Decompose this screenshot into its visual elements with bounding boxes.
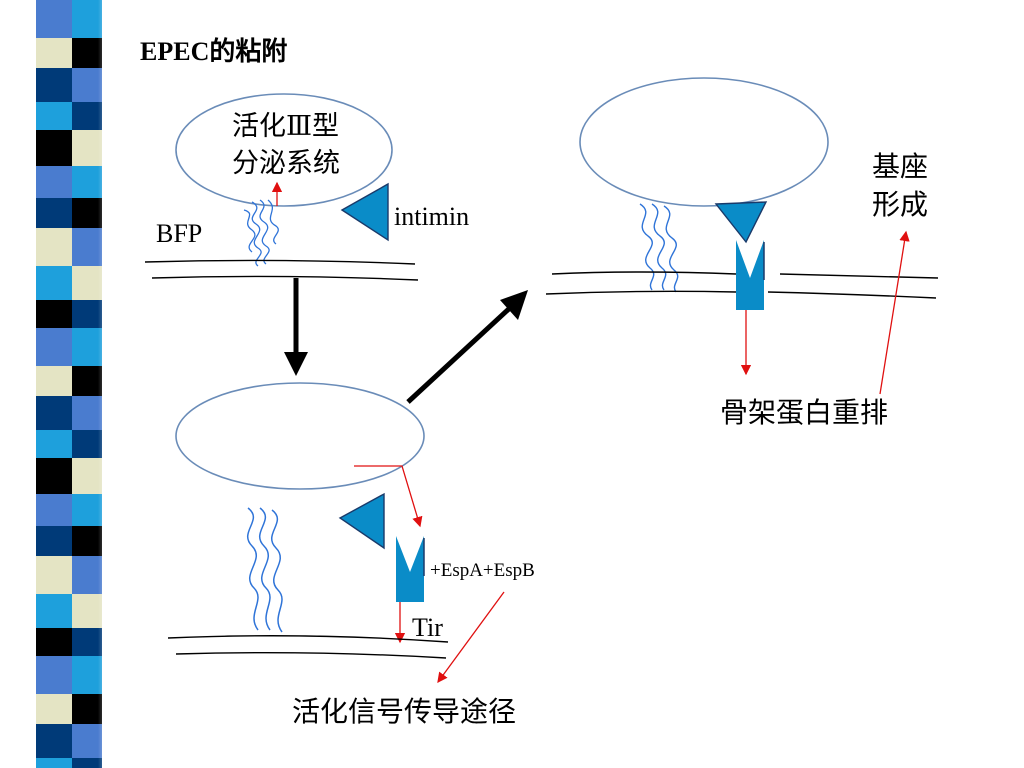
stripe-block: [36, 526, 72, 556]
stripe-block: [36, 430, 72, 458]
stripe-block: [72, 724, 102, 758]
stripe-block: [72, 328, 102, 366]
stripe-block: [36, 694, 72, 724]
cytoskeleton-label: 骨架蛋白重排: [720, 397, 888, 429]
stripe-block: [36, 724, 72, 758]
membrane-3-line1: [551, 271, 737, 275]
stripe-block: [72, 396, 102, 430]
bacterium-1: [175, 93, 393, 207]
stripe-block: [36, 266, 72, 300]
stripe-block: [72, 102, 102, 130]
signal-arrow: [437, 591, 505, 684]
tir-label: Tir: [412, 613, 443, 642]
membrane-1-line2: [151, 275, 419, 281]
stripe-block: [72, 594, 102, 628]
stripe-block: [72, 494, 102, 526]
tir-receptor-2: [736, 240, 764, 310]
espab-label: +EspA+EspB: [430, 560, 535, 581]
tir-receptor-1: [396, 536, 424, 602]
t3ss-label-line2: 分泌系统: [232, 148, 340, 178]
stripe-block: [72, 656, 102, 694]
stripe-block: [72, 198, 102, 228]
intimin-triangle-3: [714, 201, 768, 244]
stripe-block: [72, 228, 102, 266]
decorative-stripe-bar: [36, 0, 120, 768]
slide-title: EPEC的粘附: [140, 36, 287, 66]
membrane-3-line2: [545, 290, 737, 295]
bfp-pili-2: [246, 507, 283, 633]
injection-arrow: [354, 465, 423, 528]
arrow-diagonal-head: [500, 290, 528, 320]
stripe-block: [72, 366, 102, 396]
pedestal-label-line2: 形成: [872, 189, 928, 221]
stripe-block: [36, 300, 72, 328]
stripe-block: [36, 38, 72, 68]
stripe-block: [72, 300, 102, 328]
stripe-block: [36, 366, 72, 396]
stripe-block: [36, 594, 72, 628]
pedestal-arrow: [879, 230, 910, 395]
stripe-block: [36, 328, 72, 366]
stripe-block: [36, 0, 72, 38]
stripe-block: [72, 430, 102, 458]
stripe-block: [36, 68, 72, 102]
signal-label: 活化信号传导途径: [292, 696, 516, 728]
stripe-block: [72, 458, 102, 494]
stripe-block: [36, 130, 72, 166]
stripe-block: [72, 166, 102, 198]
stripe-block: [36, 396, 72, 430]
arrow-diagonal: [406, 304, 514, 404]
stripe-block: [36, 166, 72, 198]
stripe-block: [72, 758, 102, 768]
membrane-2-line1: [167, 635, 449, 643]
bacterium-2: [175, 382, 425, 490]
pedestal-label-line1: 基座: [872, 151, 928, 183]
membrane-2-line2: [175, 651, 447, 659]
stripe-block: [36, 102, 72, 130]
stripe-block: [72, 0, 102, 38]
stripe-block: [36, 758, 72, 768]
stripe-block: [36, 628, 72, 656]
membrane-3-line2-right: [767, 291, 937, 299]
bacterium-3: [579, 77, 829, 207]
stripe-block: [72, 130, 102, 166]
t3ss-label-line1: 活化Ⅲ型: [232, 111, 339, 141]
stripe-block: [72, 266, 102, 300]
stripe-block: [36, 458, 72, 494]
stripe-block: [72, 526, 102, 556]
bfp-pili-3: [639, 203, 679, 293]
stripe-block: [36, 556, 72, 594]
intimin-label: intimin: [394, 202, 469, 231]
membrane-1-line1: [144, 259, 416, 265]
stripe-block: [36, 198, 72, 228]
membrane-3-line1-right: [779, 273, 939, 279]
bfp-label: BFP: [156, 219, 202, 248]
stripe-block: [72, 38, 102, 68]
arrow-down-head: [284, 352, 308, 376]
stripe-block: [36, 228, 72, 266]
stripe-block: [36, 494, 72, 526]
stripe-block: [72, 628, 102, 656]
stripe-block: [72, 694, 102, 724]
stripe-block: [36, 656, 72, 694]
intimin-triangle-2: [338, 492, 385, 550]
stripe-block: [72, 68, 102, 102]
intimin-triangle-1: [340, 182, 389, 242]
stripe-block: [72, 556, 102, 594]
bfp-pili-1: [243, 199, 279, 267]
